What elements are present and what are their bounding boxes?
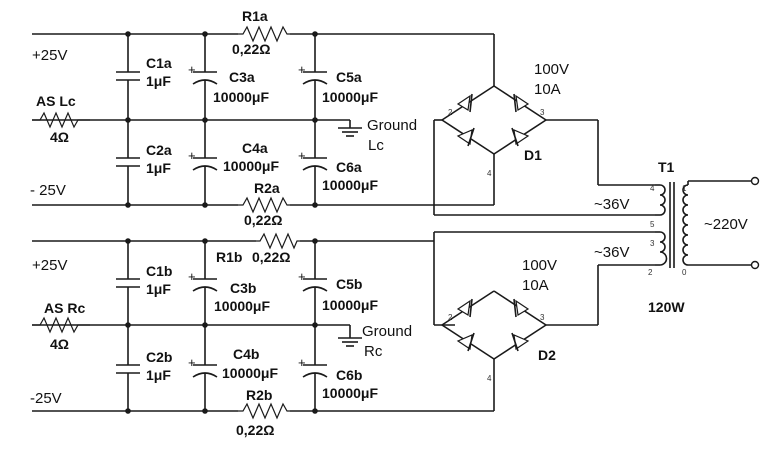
r1b-value: 0,22Ω [252, 249, 290, 265]
t1-secondary-top: ~36V [594, 196, 629, 213]
c4b-label: C4b [233, 346, 259, 362]
r2a-value: 0,22Ω [244, 212, 282, 228]
c1b-value: 1μF [146, 281, 171, 297]
d2-voltage: 100V [522, 257, 557, 274]
c5a-label: C5a [336, 69, 362, 85]
speaker-b-ohm: 4Ω [50, 336, 69, 352]
section-a: +25V - 25V AS Lc 4Ω R1a 0,22Ω R2a 0,22Ω … [30, 8, 495, 228]
c1a-value: 1μF [146, 73, 171, 89]
speaker-b-resistor [32, 316, 90, 334]
speaker-a-resistor [32, 111, 90, 129]
c5a-value: 10000μF [322, 89, 378, 105]
terminal-primary-bottom [750, 260, 760, 270]
c4a-value: 10000μF [223, 158, 279, 174]
ground-b-icon [338, 337, 362, 347]
c1a-label: C1a [146, 55, 172, 71]
d2-pin3: 3 [540, 313, 545, 322]
c5b-label: C5b [336, 276, 362, 292]
d1-voltage: 100V [534, 61, 569, 78]
r2a-label: R2a [254, 180, 280, 196]
t1-pin5: 5 [650, 220, 655, 229]
ground-b-label-1: Ground [362, 323, 412, 340]
speaker-b-name: AS Rc [44, 300, 85, 316]
t1-pin2: 2 [648, 268, 653, 277]
r1a-value: 0,22Ω [232, 41, 270, 57]
d1-pin4: 4 [487, 169, 492, 178]
r1b-label: R1b [216, 249, 242, 265]
c2a-label: C2a [146, 142, 172, 158]
rail-pos-a-label: +25V [32, 47, 67, 64]
c6b-value: 10000μF [322, 385, 378, 401]
d1-pin2: 2 [448, 108, 453, 117]
t1-pin0: 0 [682, 268, 687, 277]
rail-neg-b-label: -25V [30, 390, 62, 407]
c4a-label: C4a [242, 140, 268, 156]
c4b-plus: + [188, 355, 196, 370]
c6b-label: C6b [336, 367, 362, 383]
rail-neg-a-label: - 25V [30, 182, 66, 199]
d1-pin3: 3 [540, 108, 545, 117]
c3a-plus: + [188, 62, 196, 77]
c2a-value: 1μF [146, 160, 171, 176]
c5b-plus: + [298, 269, 306, 284]
c1b-label: C1b [146, 263, 172, 279]
rail-pos-b-label: +25V [32, 257, 67, 274]
d1-label: D1 [524, 147, 542, 163]
t1-secondary-bottom: ~36V [594, 244, 629, 261]
bridge-d1: 2 3 4 D1 100V 10A [433, 61, 655, 216]
c6a-label: C6a [336, 159, 362, 175]
c6a-plus: + [298, 148, 306, 163]
c6a-value: 10000μF [322, 177, 378, 193]
d1-current: 10A [534, 81, 561, 98]
t1-pin1: 1 [682, 184, 687, 193]
c6b-plus: + [298, 355, 306, 370]
t1-pin3: 3 [650, 239, 655, 248]
c2b-label: C2b [146, 349, 172, 365]
terminal-primary-top [750, 176, 760, 186]
t1-pin4: 4 [650, 184, 655, 193]
r1a-label: R1a [242, 8, 268, 24]
speaker-a-name: AS Lc [36, 93, 76, 109]
c2b-value: 1μF [146, 367, 171, 383]
d2-current: 10A [522, 277, 549, 294]
c5b-value: 10000μF [322, 297, 378, 313]
c3a-value: 10000μF [213, 89, 269, 105]
t1-label: T1 [658, 159, 675, 175]
d2-pin4: 4 [487, 374, 492, 383]
r2a-resistor [238, 196, 290, 214]
ground-b-label-2: Rc [364, 343, 383, 360]
d2-pin2: 2 [448, 313, 453, 322]
r2b-value: 0,22Ω [236, 422, 274, 438]
d2-label: D2 [538, 347, 556, 363]
c5a-plus: + [298, 62, 306, 77]
c3b-plus: + [188, 269, 196, 284]
r1a-resistor [238, 25, 290, 43]
ground-a-label-2: Lc [368, 137, 384, 154]
ground-a-icon [338, 127, 362, 137]
ground-a-label-1: Ground [367, 117, 417, 134]
r2b-resistor [238, 402, 290, 420]
r1b-resistor [256, 232, 300, 250]
speaker-a-ohm: 4Ω [50, 129, 69, 145]
r2b-label: R2b [246, 387, 272, 403]
c4a-plus: + [188, 148, 196, 163]
t1-power: 120W [648, 299, 685, 315]
c3a-label: C3a [229, 69, 255, 85]
c4b-value: 10000μF [222, 365, 278, 381]
section-b: +25V -25V AS Rc 4Ω R1b 0,22Ω R2b 0,22Ω C… [30, 232, 495, 438]
cap-column-b3 [302, 241, 328, 411]
t1-primary-voltage: ~220V [704, 216, 748, 233]
c3b-label: C3b [230, 280, 256, 296]
transformer-t1: 4 5 3 2 1 0 T1 ~36V ~36V ~220V 120W [594, 159, 760, 315]
c3b-value: 10000μF [214, 298, 270, 314]
bridge-d2: 2 3 4 D2 100V 10A [433, 231, 655, 383]
